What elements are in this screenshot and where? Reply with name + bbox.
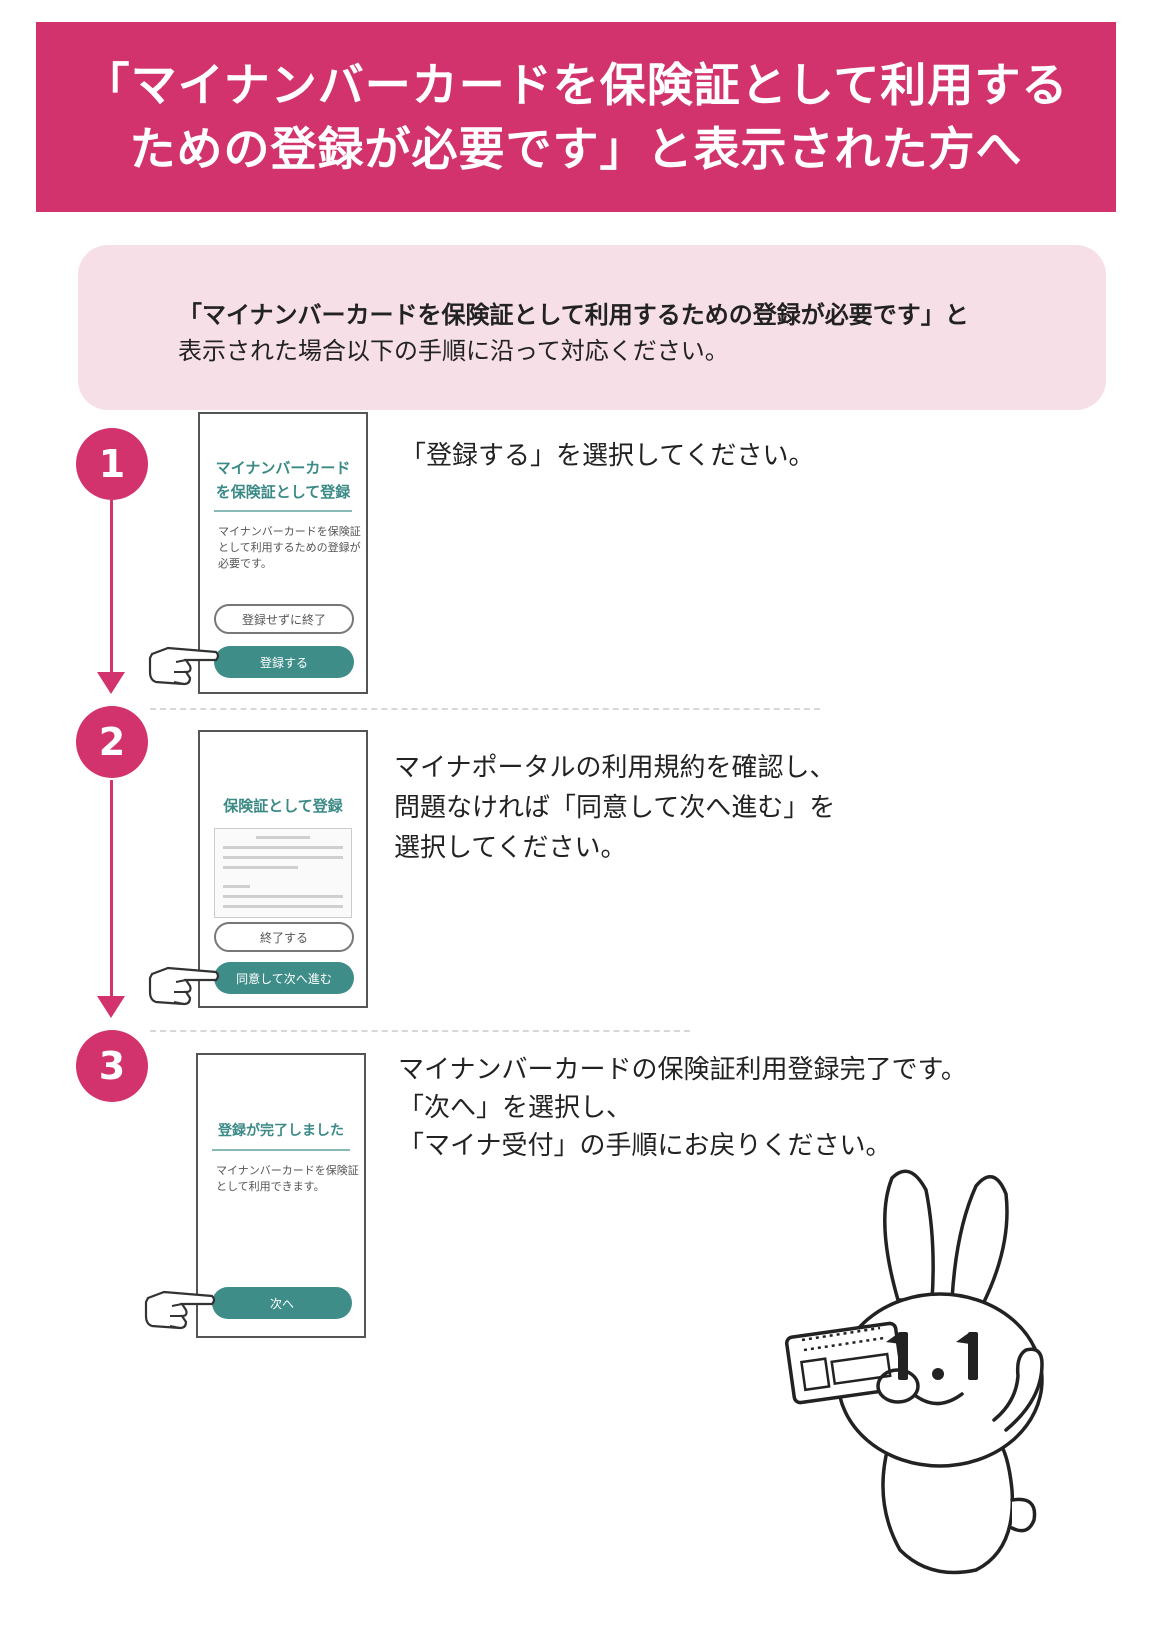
step-3-screen-body-line1: マイナンバーカードを保険証 [216,1164,359,1177]
intro-line1: 「マイナンバーカードを保険証として利用するための登録が必要です」と [178,301,969,329]
step-2-text-line1: マイナポータルの利用規約を確認し、 [394,753,836,783]
end-button[interactable]: 終了する [214,922,354,952]
step-1-screen-rule [214,510,352,512]
step-2-arrow-line [110,780,113,1002]
intro-box: 「マイナンバーカードを保険証として利用するための登録が必要です」と 表示された場… [78,245,1106,410]
terms-line [223,856,343,859]
step-1-screen-title-line1: マイナンバーカード [215,459,351,477]
step-3-screen-body-line2: として利用できます。 [216,1180,325,1193]
register-button[interactable]: 登録する [214,646,354,678]
intro-line2: 表示された場合以下の手順に沿って対応ください。 [178,337,729,365]
step-1-arrow-head [97,672,125,694]
step-1-screen-body-line2: として利用するための登録が [218,541,361,554]
terms-line [223,846,343,849]
step-1-screen-body-line3: 必要です。 [218,557,272,570]
step-1-screen: マイナンバーカード を保険証として登録 マイナンバーカードを保険証 として利用す… [198,412,368,694]
step-2-screen-title: 保険証として登録 [223,797,343,815]
agree-and-continue-button[interactable]: 同意して次へ進む [214,962,354,994]
step-3-screen-title: 登録が完了しました [218,1123,344,1139]
page-title-line2: ための登録が必要です」と表示された方へ [129,122,1023,176]
step-3-badge: 3 [76,1030,148,1102]
step-3-screen-rule [212,1149,350,1151]
mascot-rabbit-illustration [784,1169,1044,1575]
page-title-line1: 「マイナンバーカードを保険証として利用する [83,58,1069,112]
separator-2 [150,1030,690,1032]
terms-line [223,905,343,908]
step-3-screen: 登録が完了しました マイナンバーカードを保険証 として利用できます。 次へ [196,1053,366,1338]
step-1-arrow-line [110,500,113,678]
step-2-screen: 保険証として登録 終了する 同意して次へ進む [198,730,368,1008]
step-2-text-line2: 問題なければ「同意して次へ進む」を [394,793,836,823]
pointing-hand-icon [148,966,220,1006]
step-2-text-line3: 選択してください。 [394,833,627,863]
step-2-arrow-head [97,996,125,1018]
next-button[interactable]: 次へ [212,1287,352,1319]
terms-line [255,836,311,839]
step-1-screen-body-line1: マイナンバーカードを保険証 [218,525,361,538]
step-1-text: 「登録する」を選択してください。 [400,441,815,471]
separator-1 [150,708,820,710]
header-banner: 「マイナンバーカードを保険証として利用する ための登録が必要です」と表示された方… [36,22,1116,212]
terms-of-use-box[interactable] [214,828,352,918]
terms-line [223,885,251,888]
step-2-badge: 2 [76,706,148,778]
pointing-hand-icon [148,646,220,686]
step-3-text-line2: 「次へ」を選択し、 [398,1093,633,1123]
step-1-screen-title-line2: を保険証として登録 [215,483,351,501]
step-1-badge: 1 [76,428,148,500]
terms-line [223,866,298,869]
skip-registration-button[interactable]: 登録せずに終了 [214,604,354,634]
step-3-text-line1: マイナンバーカードの保険証利用登録完了です。 [398,1055,967,1085]
terms-line [223,895,343,898]
step-3-text-line3: 「マイナ受付」の手順にお戻りください。 [398,1131,892,1161]
pointing-hand-icon [144,1290,216,1330]
